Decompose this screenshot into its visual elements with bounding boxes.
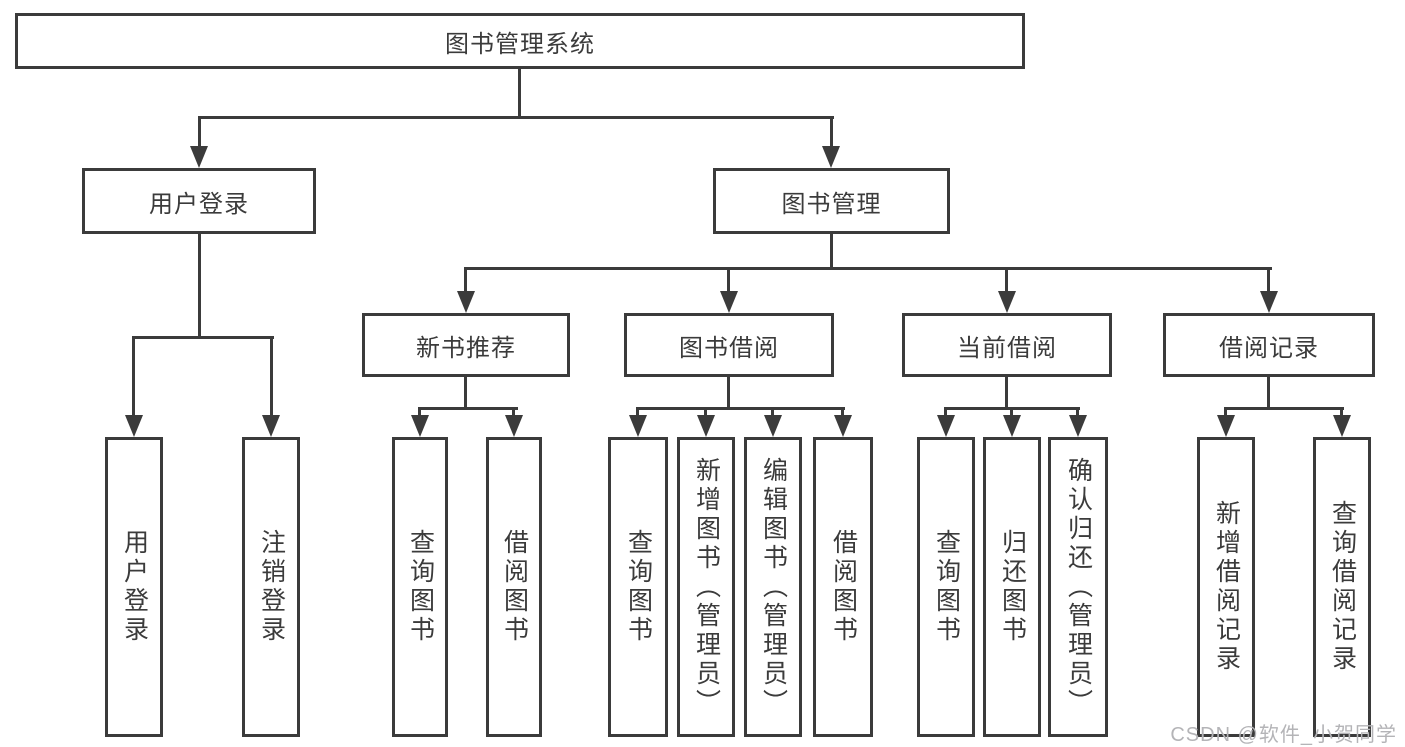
node-new-book-recommend: 新书推荐 <box>362 313 570 377</box>
arrowhead-down-icon <box>190 146 208 168</box>
arrowhead-down-icon <box>505 415 523 437</box>
connector-shaft <box>1076 407 1079 419</box>
connector-root-bar <box>198 116 834 119</box>
connector-shaft <box>727 267 730 293</box>
connector-shaft <box>132 336 135 416</box>
connector-shaft <box>944 407 947 419</box>
connector-drop <box>830 234 833 270</box>
connector-root-drop <box>518 69 521 118</box>
node-library-system: 图书管理系统 <box>15 13 1025 69</box>
connector-shaft <box>512 407 515 419</box>
leaf-borrow-books-recommend: 借阅图书 <box>486 437 542 737</box>
arrowhead-down-icon <box>834 415 852 437</box>
arrowhead-down-icon <box>937 415 955 437</box>
leaf-add-borrow-record: 新增借阅记录 <box>1197 437 1255 737</box>
leaf-label: 确认归还（管理员） <box>1064 456 1093 718</box>
leaf-label: 借阅图书 <box>500 529 529 645</box>
connector-shaft <box>1010 407 1013 419</box>
leaf-return-books: 归还图书 <box>983 437 1041 737</box>
connector-shaft <box>1340 407 1343 419</box>
arrowhead-down-icon <box>1260 291 1278 313</box>
leaf-logout: 注销登录 <box>242 437 300 737</box>
leaf-label: 注销登录 <box>257 529 286 645</box>
leaf-label: 借阅图书 <box>829 529 858 645</box>
arrowhead-down-icon <box>1333 415 1351 437</box>
connector-shaft <box>830 116 833 148</box>
connector-drop <box>464 377 467 410</box>
connector-bar <box>465 267 1272 270</box>
arrowhead-down-icon <box>1003 415 1021 437</box>
connector-shaft <box>704 407 707 419</box>
arrowhead-down-icon <box>1217 415 1235 437</box>
connector-drop <box>727 377 730 410</box>
arrowhead-down-icon <box>697 415 715 437</box>
arrowhead-down-icon <box>822 146 840 168</box>
node-user-login: 用户登录 <box>82 168 316 234</box>
leaf-label: 查询图书 <box>624 529 653 645</box>
leaf-add-book-admin: 新增图书（管理员） <box>677 437 735 737</box>
arrowhead-down-icon <box>998 291 1016 313</box>
node-book-borrowing: 图书借阅 <box>624 313 834 377</box>
node-current-borrowing: 当前借阅 <box>902 313 1112 377</box>
connector-drop <box>1005 377 1008 410</box>
connector-bar <box>133 336 274 339</box>
arrowhead-down-icon <box>629 415 647 437</box>
connector-shaft <box>1224 407 1227 419</box>
connector-bar <box>419 407 518 410</box>
arrowhead-down-icon <box>262 415 280 437</box>
connector-shaft <box>771 407 774 419</box>
leaf-user-login: 用户登录 <box>105 437 163 737</box>
leaf-label: 新增借阅记录 <box>1212 500 1241 674</box>
connector-shaft <box>464 267 467 293</box>
leaf-label: 用户登录 <box>120 529 149 645</box>
arrowhead-down-icon <box>457 291 475 313</box>
connector-drop <box>1267 377 1270 410</box>
leaf-edit-book-admin: 编辑图书（管理员） <box>744 437 802 737</box>
leaf-label: 归还图书 <box>998 529 1027 645</box>
arrowhead-down-icon <box>411 415 429 437</box>
connector-shaft <box>270 336 273 416</box>
csdn-watermark: CSDN @软件_小贺同学 <box>1170 724 1397 746</box>
leaf-label: 查询图书 <box>932 529 961 645</box>
arrowhead-down-icon <box>125 415 143 437</box>
node-book-management: 图书管理 <box>713 168 950 234</box>
connector-shaft <box>636 407 639 419</box>
leaf-label: 新增图书（管理员） <box>692 456 721 718</box>
leaf-label: 查询借阅记录 <box>1328 500 1357 674</box>
leaf-label: 编辑图书（管理员） <box>759 456 788 718</box>
arrowhead-down-icon <box>1069 415 1087 437</box>
leaf-query-books-recommend: 查询图书 <box>392 437 448 737</box>
connector-shaft <box>841 407 844 419</box>
connector-shaft <box>198 116 201 148</box>
leaf-query-borrow-record: 查询借阅记录 <box>1313 437 1371 737</box>
arrowhead-down-icon <box>720 291 738 313</box>
arrowhead-down-icon <box>764 415 782 437</box>
connector-shaft <box>1267 267 1270 293</box>
leaf-borrow-books-borrowing: 借阅图书 <box>813 437 873 737</box>
leaf-label: 查询图书 <box>406 529 435 645</box>
leaf-query-books-current: 查询图书 <box>917 437 975 737</box>
connector-shaft <box>1005 267 1008 293</box>
connector-bar <box>1225 407 1344 410</box>
connector-drop <box>198 234 201 339</box>
node-borrowing-records: 借阅记录 <box>1163 313 1375 377</box>
connector-shaft <box>418 407 421 419</box>
connector-bar <box>637 407 845 410</box>
leaf-confirm-return-admin: 确认归还（管理员） <box>1048 437 1108 737</box>
leaf-query-books-borrowing: 查询图书 <box>608 437 668 737</box>
